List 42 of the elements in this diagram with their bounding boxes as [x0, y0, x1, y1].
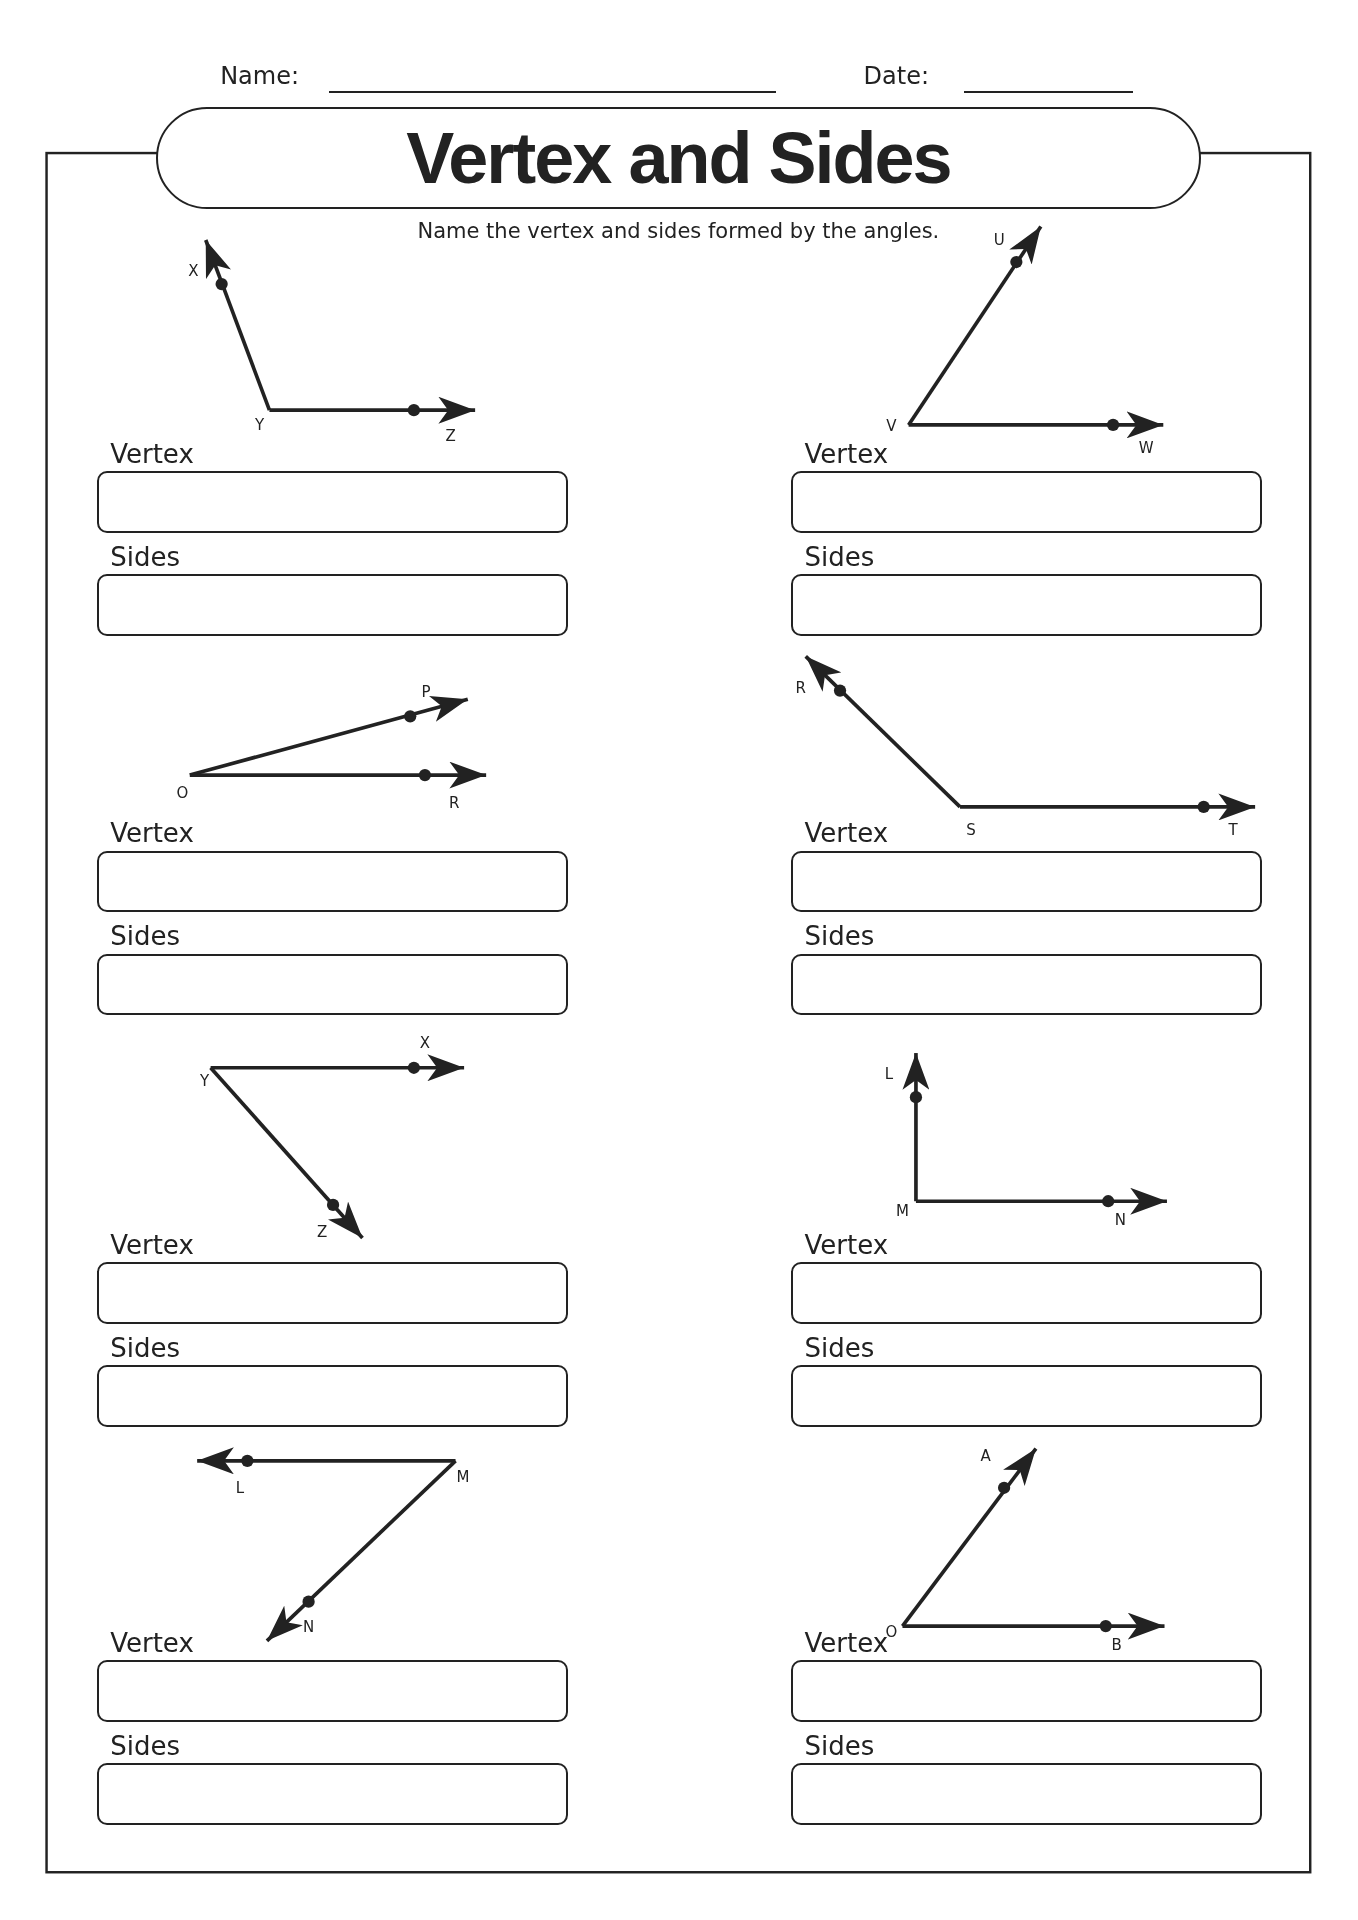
field-label: Vertex	[110, 440, 194, 467]
field-label: Date:	[863, 63, 930, 88]
point-label: A	[980, 1448, 991, 1464]
point-label: N	[302, 1619, 315, 1635]
point-label: P	[421, 684, 431, 700]
point-label: O	[176, 786, 189, 801]
point-label: R	[795, 680, 807, 696]
point-label: T	[1228, 822, 1238, 838]
point-label: N	[1114, 1212, 1127, 1228]
field-label: Sides	[804, 543, 875, 570]
point-label: B	[1111, 1637, 1122, 1653]
point-label: Z	[445, 428, 456, 444]
title: Vertex and Sides	[155, 106, 1202, 210]
point-label: V	[886, 418, 897, 434]
point-label: X	[419, 1035, 431, 1051]
point-label: L	[235, 1480, 245, 1496]
point-label: M	[896, 1203, 909, 1219]
field-label: Vertex	[110, 820, 194, 847]
field-label: Sides	[110, 923, 180, 950]
point-label: U	[993, 232, 1005, 248]
point-label: M	[456, 1469, 470, 1485]
point-label: R	[449, 795, 460, 811]
field-label: Sides	[804, 923, 875, 950]
point-label: Y	[255, 417, 265, 433]
instruction-text: Name the vertex and sides formed by the angles.	[417, 220, 940, 242]
point-label: Z	[316, 1224, 328, 1240]
point-label: L	[884, 1066, 894, 1082]
field-label: Vertex	[804, 1231, 889, 1258]
field-label: Vertex	[804, 820, 889, 847]
field-label: Sides	[804, 1732, 875, 1759]
point-label: Y	[199, 1073, 210, 1089]
point-label: X	[188, 263, 199, 279]
field-label: Sides	[110, 543, 180, 570]
field-label: Sides	[110, 1732, 180, 1759]
point-label: S	[966, 822, 976, 838]
field-label: Vertex	[110, 1629, 194, 1656]
field-label: Name:	[220, 63, 300, 88]
field-label: Sides	[804, 1334, 875, 1361]
field-label: Vertex	[110, 1231, 194, 1258]
point-label: W	[1138, 440, 1154, 456]
field-label: Vertex	[804, 440, 889, 467]
field-label: Sides	[110, 1334, 180, 1361]
